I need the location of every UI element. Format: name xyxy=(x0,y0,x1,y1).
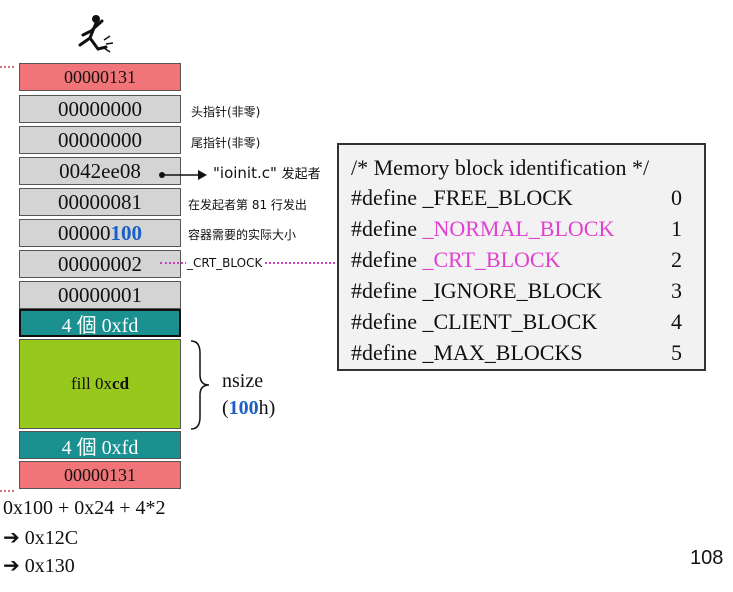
actual-size-label: 容器需要的实际大小 xyxy=(188,228,297,242)
head-pointer-label: 头指针(非零) xyxy=(191,105,261,119)
define-line: #define _MAX_BLOCKS 5 xyxy=(351,340,696,366)
calculation-result-2-value: 0x130 xyxy=(24,555,75,577)
nsize-label: nsize xyxy=(222,370,264,392)
define-value: 2 xyxy=(671,247,682,272)
left-dotted-edge-top xyxy=(0,66,14,68)
calculation-result-1-value: 0x12C xyxy=(24,527,79,549)
size-calculation: 0x100 + 0x24 + 4*2 xyxy=(3,497,166,519)
define-keyword: #define xyxy=(351,216,423,241)
fill-label-prefix: fill 0x xyxy=(70,374,113,393)
data-size-prefix: 00000 xyxy=(58,220,111,245)
define-line: #define _NORMAL_BLOCK 1 xyxy=(351,216,696,242)
guard-bytes-top: 00000131 xyxy=(19,63,181,91)
filename-label: "ioinit.c" 发起者 xyxy=(213,163,321,182)
calculation-result-1: ➔ 0x12C xyxy=(3,525,78,550)
nsize-value-label: (100h) xyxy=(222,397,275,420)
filename-arrow xyxy=(159,170,207,180)
gap-bytes-top: 4 個 0xfd xyxy=(19,309,181,337)
define-name: _CLIENT_BLOCK xyxy=(422,309,598,334)
left-dotted-edge-bottom xyxy=(0,490,14,492)
defines-comment: /* Memory block identification */ xyxy=(351,155,650,180)
stick-figure-icon xyxy=(78,15,114,53)
define-value: 5 xyxy=(671,340,682,365)
define-keyword: #define xyxy=(351,340,423,365)
initiator-text: 发起者 xyxy=(281,167,321,182)
define-name: _NORMAL_BLOCK xyxy=(422,216,615,241)
block-type-defines-box: /* Memory block identification */ #defin… xyxy=(337,143,706,371)
guard-bytes-bottom: 00000131 xyxy=(19,461,181,489)
define-line: #define _CRT_BLOCK 2 xyxy=(351,247,696,273)
header-row-tail-pointer: 00000000 xyxy=(19,126,181,154)
page-number: 108 xyxy=(690,547,724,569)
line-number-label: 在发起者第 81 行发出 xyxy=(188,198,307,212)
crt-block-label: _CRT_BLOCK xyxy=(186,256,264,270)
header-row-line-number: 00000081 xyxy=(19,188,181,216)
fill-label-highlight: cd xyxy=(112,374,130,393)
data-size-highlight: 100 xyxy=(110,220,143,245)
define-value: 0 xyxy=(671,185,682,210)
define-line: #define _CLIENT_BLOCK 4 xyxy=(351,309,696,335)
define-value: 4 xyxy=(671,309,682,334)
header-row-head-pointer: 00000000 xyxy=(19,95,181,123)
define-keyword: #define xyxy=(351,278,423,303)
filename-text: "ioinit.c" xyxy=(213,164,277,182)
arrow-icon: ➔ xyxy=(3,527,20,549)
arrow-icon: ➔ xyxy=(3,555,20,577)
define-value: 1 xyxy=(671,216,682,241)
define-line: #define _IGNORE_BLOCK 3 xyxy=(351,278,696,304)
define-name: _CRT_BLOCK xyxy=(422,247,561,272)
gap-bytes-bottom: 4 個 0xfd xyxy=(19,431,181,459)
header-row-block-type: 00000002 xyxy=(19,250,181,278)
header-row-request-number: 00000001 xyxy=(19,281,181,309)
nsize-brace xyxy=(190,340,210,430)
define-keyword: #define xyxy=(351,309,423,334)
header-row-filename-value: 0042ee08 xyxy=(59,158,141,183)
define-name: _MAX_BLOCKS xyxy=(422,340,583,365)
define-line: #define _FREE_BLOCK 0 xyxy=(351,185,696,211)
define-name: _FREE_BLOCK xyxy=(422,185,573,210)
nsize-value: 100 xyxy=(228,397,259,419)
define-keyword: #define xyxy=(351,247,423,272)
define-value: 3 xyxy=(671,278,682,303)
nsize-open-paren: ( xyxy=(222,397,229,419)
tail-pointer-label: 尾指针(非零) xyxy=(191,136,261,150)
calculation-result-2: ➔ 0x130 xyxy=(3,553,75,578)
header-row-filename-pointer: 0042ee08 xyxy=(19,157,181,185)
define-name: _IGNORE_BLOCK xyxy=(422,278,603,303)
nsize-suffix: h) xyxy=(258,397,276,419)
define-keyword: #define xyxy=(351,185,423,210)
